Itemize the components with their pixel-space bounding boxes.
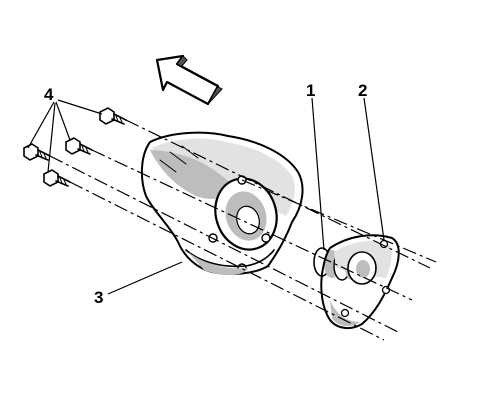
direction-arrow-icon <box>155 54 223 106</box>
callout-3: 3 <box>94 288 103 307</box>
callout-1: 1 <box>306 81 315 100</box>
alignment-lines <box>49 119 437 341</box>
housing-casting <box>140 131 304 276</box>
callout-4: 4 <box>44 85 54 104</box>
cover-plate <box>320 234 400 330</box>
bolt <box>99 107 127 125</box>
bolt <box>43 169 71 187</box>
leader-lines <box>27 97 385 295</box>
bolt <box>23 143 51 161</box>
callout-2: 2 <box>358 81 367 100</box>
bolt <box>65 137 93 155</box>
